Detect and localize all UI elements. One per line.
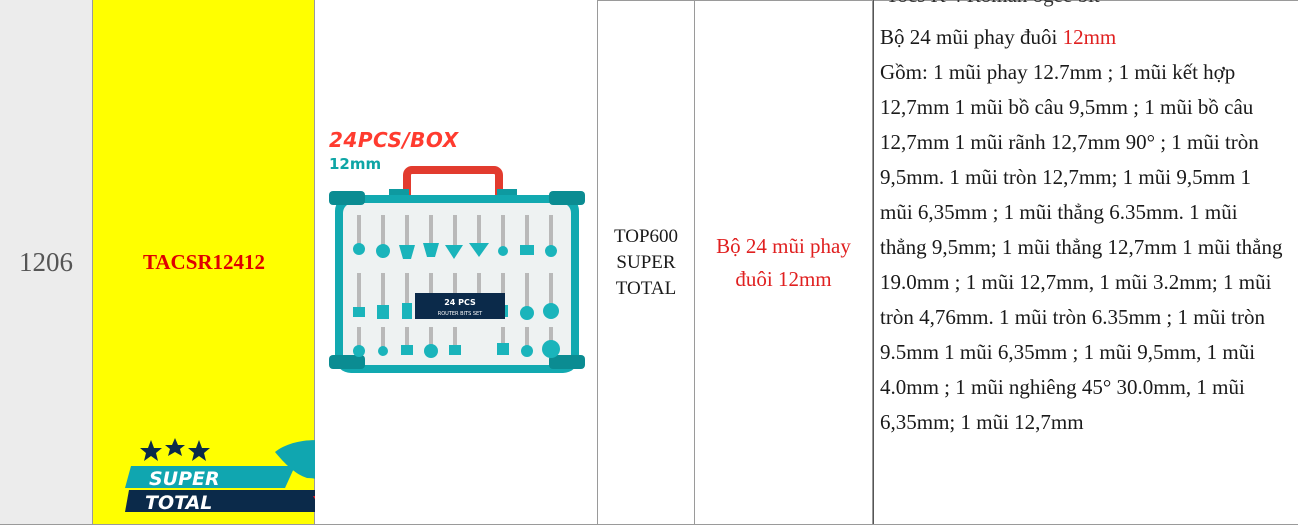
router-bit-case-image: 24 PCS ROUTER BITS SET [329, 165, 589, 390]
grid-line-top [0, 0, 1298, 1]
product-name-cell[interactable]: Bộ 24 mũi phay đuôi 12mm [695, 0, 873, 525]
model-line-3: TOTAL [615, 277, 677, 299]
description-body: Gồm: 1 mũi phay 12.7mm ; 1 mũi kết hợp 1… [880, 60, 1283, 434]
image-headline: 24PCS/BOX [329, 128, 459, 152]
description-title: Bộ 24 mũi phay đuôi [880, 25, 1063, 49]
product-name: Bộ 24 mũi phay đuôi 12mm [716, 233, 851, 291]
description-title-highlight: 12mm [1062, 25, 1117, 49]
code-cell[interactable]: TACSR12412 SUPER TOTAL [93, 0, 381, 525]
row-index: 1206 [19, 247, 73, 277]
index-cell[interactable]: 1206 [0, 0, 93, 525]
case-label-count: 24 PCS [444, 298, 476, 307]
logo-word-total: TOTAL [145, 492, 212, 514]
image-subline: 12mm [329, 155, 382, 173]
model-cell[interactable]: TOP600 SUPER TOTAL [598, 0, 695, 525]
case-label-set: ROUTER BITS SET [438, 311, 483, 317]
previous-row-overflow-text: Tocs K 4 Roman ogee bit [886, 0, 1100, 13]
model-line-2: SUPER [616, 251, 676, 273]
product-code: TACSR12412 [142, 250, 266, 274]
model-text: TOP600 SUPER TOTAL [614, 224, 678, 302]
model-line-1: TOP600 [613, 225, 679, 247]
product-image-cell[interactable]: 24PCS/BOX 12mm [315, 0, 598, 525]
description-text: Bộ 24 mũi phay đuôi 12mm Gồm: 1 mũi phay… [880, 20, 1288, 440]
logo-word-super: SUPER [149, 468, 220, 490]
description-cell[interactable]: Tocs K 4 Roman ogee bit Bộ 24 mũi phay đ… [873, 0, 1298, 525]
